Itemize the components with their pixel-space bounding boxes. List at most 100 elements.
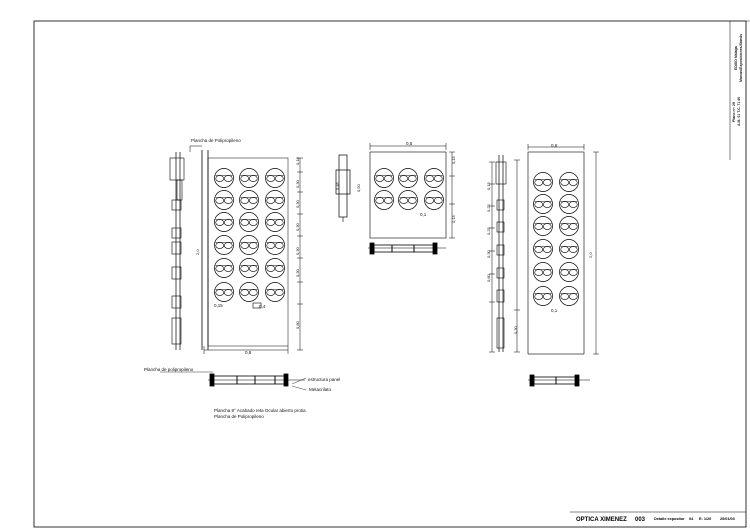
right-glasses-5-1 [559, 286, 579, 306]
right-side-dim-4: 0,30 [486, 250, 491, 258]
left-profile-block [169, 157, 185, 181]
left-row-dim-4: 0,30 [295, 223, 300, 231]
right-profile-block [496, 244, 505, 256]
right-width-dim: 0,6 [551, 143, 558, 148]
left-row-dim-1: 0,18 [295, 157, 300, 165]
middle-profile-block [335, 169, 351, 195]
middle-board [369, 151, 447, 239]
left-profile-block [171, 227, 182, 239]
right-strip-block [555, 376, 577, 385]
left-glasses-4-1 [239, 258, 259, 278]
title-item: 04 [689, 517, 694, 521]
right-glasses-1-1 [559, 194, 579, 214]
right-profile-block [496, 199, 505, 211]
right-glasses-4-0 [533, 262, 553, 282]
left-width-dim: 0,8 [245, 350, 252, 355]
title-date: 20/01/03 [720, 517, 735, 521]
left-glasses-1-1 [239, 190, 259, 210]
right-profile-block [496, 317, 505, 349]
middle-glasses-1-0 [374, 190, 394, 210]
middle-strip-block [391, 244, 415, 253]
middle-glasses-0-0 [374, 168, 394, 188]
note-line-2: Plancha de Polipropileno [214, 414, 264, 419]
left-slot [252, 302, 262, 309]
right-side-dim-6: 0,30 [513, 326, 518, 334]
right-strip-block [533, 376, 557, 385]
left-row-dim-3: 0,30 [295, 200, 300, 208]
middle-glasses-1-1 [398, 190, 418, 210]
left-glasses-4-0 [214, 258, 234, 278]
middle-strip-cap [369, 242, 375, 255]
left-glasses-0-0 [214, 168, 234, 188]
left-height-dim: 2,0 [195, 249, 200, 255]
right-glasses-5-0 [533, 286, 553, 306]
left-glasses-5-2 [265, 282, 285, 302]
note-line-1: Plancha 8° Acabado reta Ocular abierto p… [214, 408, 306, 413]
left-slot-dim: 0,4 [259, 304, 266, 309]
left-row-dim-6: 0,30 [295, 269, 300, 277]
legend-leader [291, 377, 307, 385]
left-glasses-5-1 [239, 282, 259, 302]
left-glasses-1-2 [265, 190, 285, 210]
right-glasses-0-1 [559, 172, 579, 192]
left-strip-cap [283, 373, 289, 387]
right-glasses-1-0 [533, 194, 553, 214]
middle-strip-block [373, 244, 393, 253]
right-board [527, 151, 585, 355]
right-glasses-3-0 [533, 239, 553, 259]
middle-side-dim: 0,50 [356, 184, 361, 192]
middle-glasses-1-2 [424, 190, 444, 210]
left-glasses-2-0 [214, 212, 234, 232]
title-description: Detalle expositor [654, 517, 685, 521]
left-left-dim: 0,15 [214, 303, 223, 308]
right-glasses-2-0 [533, 216, 553, 236]
left-glasses-0-1 [239, 168, 259, 188]
left-glasses-5-0 [214, 282, 234, 302]
right-profile-block [495, 161, 507, 185]
left-strip-cap [209, 373, 215, 387]
right-profile-block [496, 267, 505, 279]
right-strip-cap [574, 374, 580, 387]
left-glasses-2-2 [265, 212, 285, 232]
left-glasses-1-0 [214, 190, 234, 210]
middle-glasses-0-2 [424, 168, 444, 188]
title-vertical-1: EDISO Málaga [734, 46, 738, 70]
middle-glasses-0-1 [398, 168, 418, 188]
left-glasses-2-1 [239, 212, 259, 232]
right-side-dim-5: 0,80 [486, 274, 491, 282]
right-strip-cap [529, 374, 535, 387]
right-side-dim-3: 0,25 [486, 227, 491, 235]
left-glasses-3-1 [239, 235, 259, 255]
middle-profile [338, 154, 348, 218]
right-side-dim-2: 0,25 [486, 204, 491, 212]
right-height-dim: 2,0 [588, 252, 593, 258]
left-row-dim-5: 0,30 [295, 247, 300, 255]
title-company: OPTICA XIMENEZ [576, 517, 627, 523]
left-glasses-3-2 [265, 235, 285, 255]
middle-height-dim: 0,45 [335, 182, 340, 190]
left-board-outline [207, 157, 289, 347]
right-profile-block [496, 221, 505, 233]
middle-bottom-dim: 0,15 [451, 215, 456, 223]
legend-leader [291, 385, 307, 391]
title-code: 003 [635, 517, 646, 523]
left-profile-gap [176, 179, 183, 201]
right-glasses-3-1 [559, 239, 579, 259]
right-glasses-2-1 [559, 216, 579, 236]
middle-inner-dim: 0,1 [420, 212, 427, 217]
right-inner-dim: 0,1 [551, 308, 558, 313]
sheet-frame [33, 20, 747, 528]
right-glasses-0-0 [533, 172, 553, 192]
middle-width-dim: 0,5 [406, 141, 413, 146]
title-vertical-2: Marcas/Exposiciones/Stands [739, 33, 743, 82]
left-profile-block [171, 199, 182, 211]
left-top-label: Plancha de Polipropileno [191, 138, 241, 143]
right-glasses-4-1 [559, 262, 579, 282]
right-profile-block [496, 289, 505, 303]
left-profile-block [171, 317, 182, 345]
right-side-dim-1: 0,15 [486, 182, 491, 190]
left-profile-block [171, 266, 182, 280]
title-vertical-4: A.M. 01 T.C. 71 40 [737, 96, 741, 126]
